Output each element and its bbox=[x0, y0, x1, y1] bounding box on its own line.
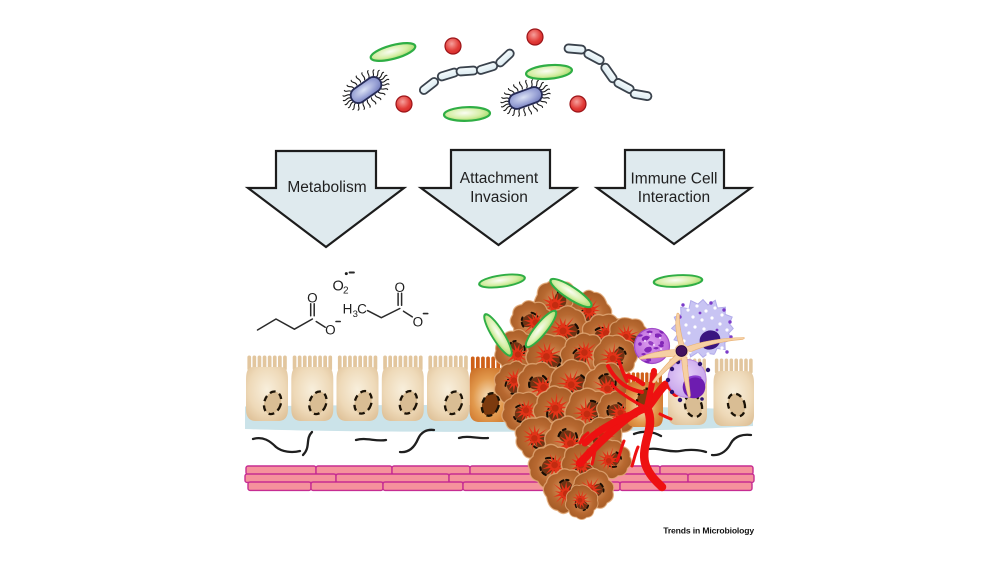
svg-text:Invasion: Invasion bbox=[470, 189, 528, 206]
svg-text:Immune Cell: Immune Cell bbox=[631, 171, 718, 188]
svg-text:H: H bbox=[343, 301, 353, 316]
svg-text:Metabolism: Metabolism bbox=[287, 179, 366, 196]
svg-text:O: O bbox=[413, 315, 424, 330]
svg-text:2: 2 bbox=[343, 285, 349, 296]
svg-text:O: O bbox=[325, 323, 336, 338]
svg-text:C: C bbox=[357, 301, 367, 316]
svg-text:Trends in Microbiology: Trends in Microbiology bbox=[663, 526, 754, 536]
svg-text:Interaction: Interaction bbox=[638, 189, 710, 206]
svg-text:3: 3 bbox=[353, 309, 358, 320]
svg-text:Attachment: Attachment bbox=[460, 170, 539, 187]
svg-text:O: O bbox=[395, 280, 406, 295]
svg-text:O: O bbox=[307, 291, 318, 306]
svg-text:O: O bbox=[333, 278, 344, 294]
